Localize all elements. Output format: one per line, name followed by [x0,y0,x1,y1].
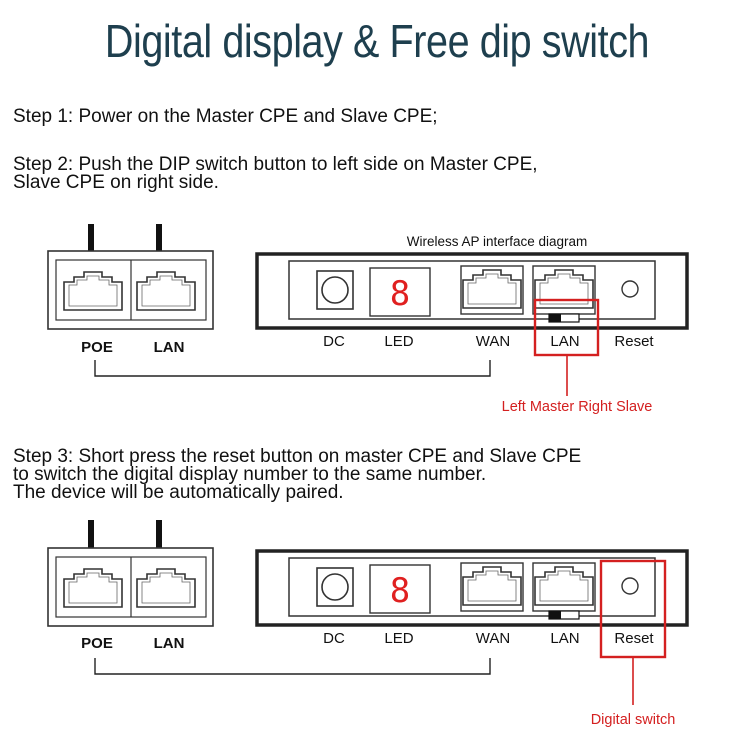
label-ap-lan: LAN [550,333,579,350]
dip-switch-knob [549,314,561,322]
label-led: LED [384,333,413,350]
dip-switch-knob [549,611,561,619]
step-2-text: Step 2: Push the DIP switch button to le… [13,154,538,193]
reset-button [621,280,639,298]
label-poe: POE [81,635,113,652]
diagram-2: POE LAN 8 DC LED WAN LAN Reset Digital s… [47,520,689,728]
step-3-text: Step 3: Short press the reset button on … [13,446,582,503]
ap-caption: Wireless AP interface diagram [407,234,588,249]
reset-button [621,577,639,595]
cable-line [94,360,491,377]
label-ap-lan: LAN [550,630,579,647]
label-dc: DC [323,333,345,350]
label-reset: Reset [614,630,654,647]
diagram-1: POE LAN Wireless AP interface diagram 8 … [47,224,689,415]
callout-dip-switch: Left Master Right Slave [502,399,653,415]
dc-jack-icon [321,573,349,601]
label-led: LED [384,630,413,647]
led-display [369,564,431,614]
label-poe: POE [81,339,113,356]
antenna-left [88,224,94,254]
callout-digital-switch: Digital switch [591,712,676,728]
led-digit: 8 [390,274,410,314]
antenna-left [88,520,94,550]
led-display [369,267,431,317]
antenna-right [156,520,162,550]
cable-line [94,658,491,675]
label-reset: Reset [614,333,654,350]
page-title: Digital display & Free dip switch [104,15,650,67]
label-lan: LAN [154,339,185,356]
label-wan: WAN [476,630,510,647]
step-1-text: Step 1: Power on the Master CPE and Slav… [13,106,438,127]
dc-jack-icon [321,276,349,304]
label-dc: DC [323,630,345,647]
label-lan: LAN [154,635,185,652]
antenna-right [156,224,162,254]
label-wan: WAN [476,333,510,350]
led-digit: 8 [390,571,410,611]
